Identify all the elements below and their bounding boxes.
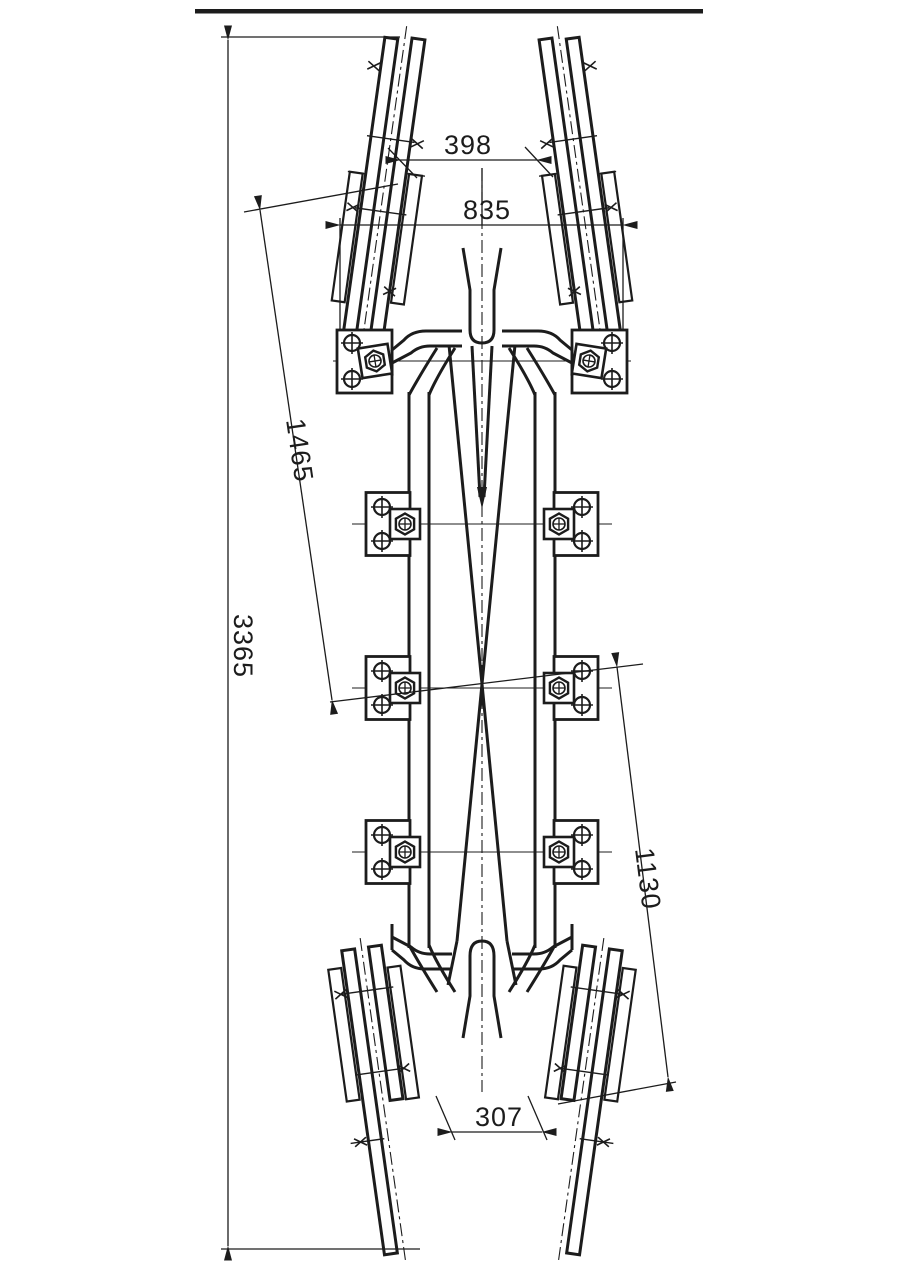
dimensions [221,25,677,1261]
dim-3365 [221,25,420,1261]
dim-label-1130: 1130 [629,846,666,911]
centerlines [333,168,631,1092]
dim-1130 [557,652,677,1105]
dim-835 [325,218,638,330]
dim-label-398: 398 [444,130,492,160]
dim-label-1465: 1465 [280,416,319,484]
dim-307 [435,1095,557,1141]
rail-branch-top-left [323,21,445,359]
top-border-line [195,9,703,14]
dim-1465 [243,183,399,715]
rail-branch-bottom-left [323,933,442,1267]
track-axis-line [329,663,644,703]
dim-label-3365: 3365 [228,614,258,678]
frog-nose-point [477,487,487,509]
dim-398 [385,146,554,225]
dim-label-307: 307 [475,1102,523,1132]
dim-label-835: 835 [463,195,511,225]
